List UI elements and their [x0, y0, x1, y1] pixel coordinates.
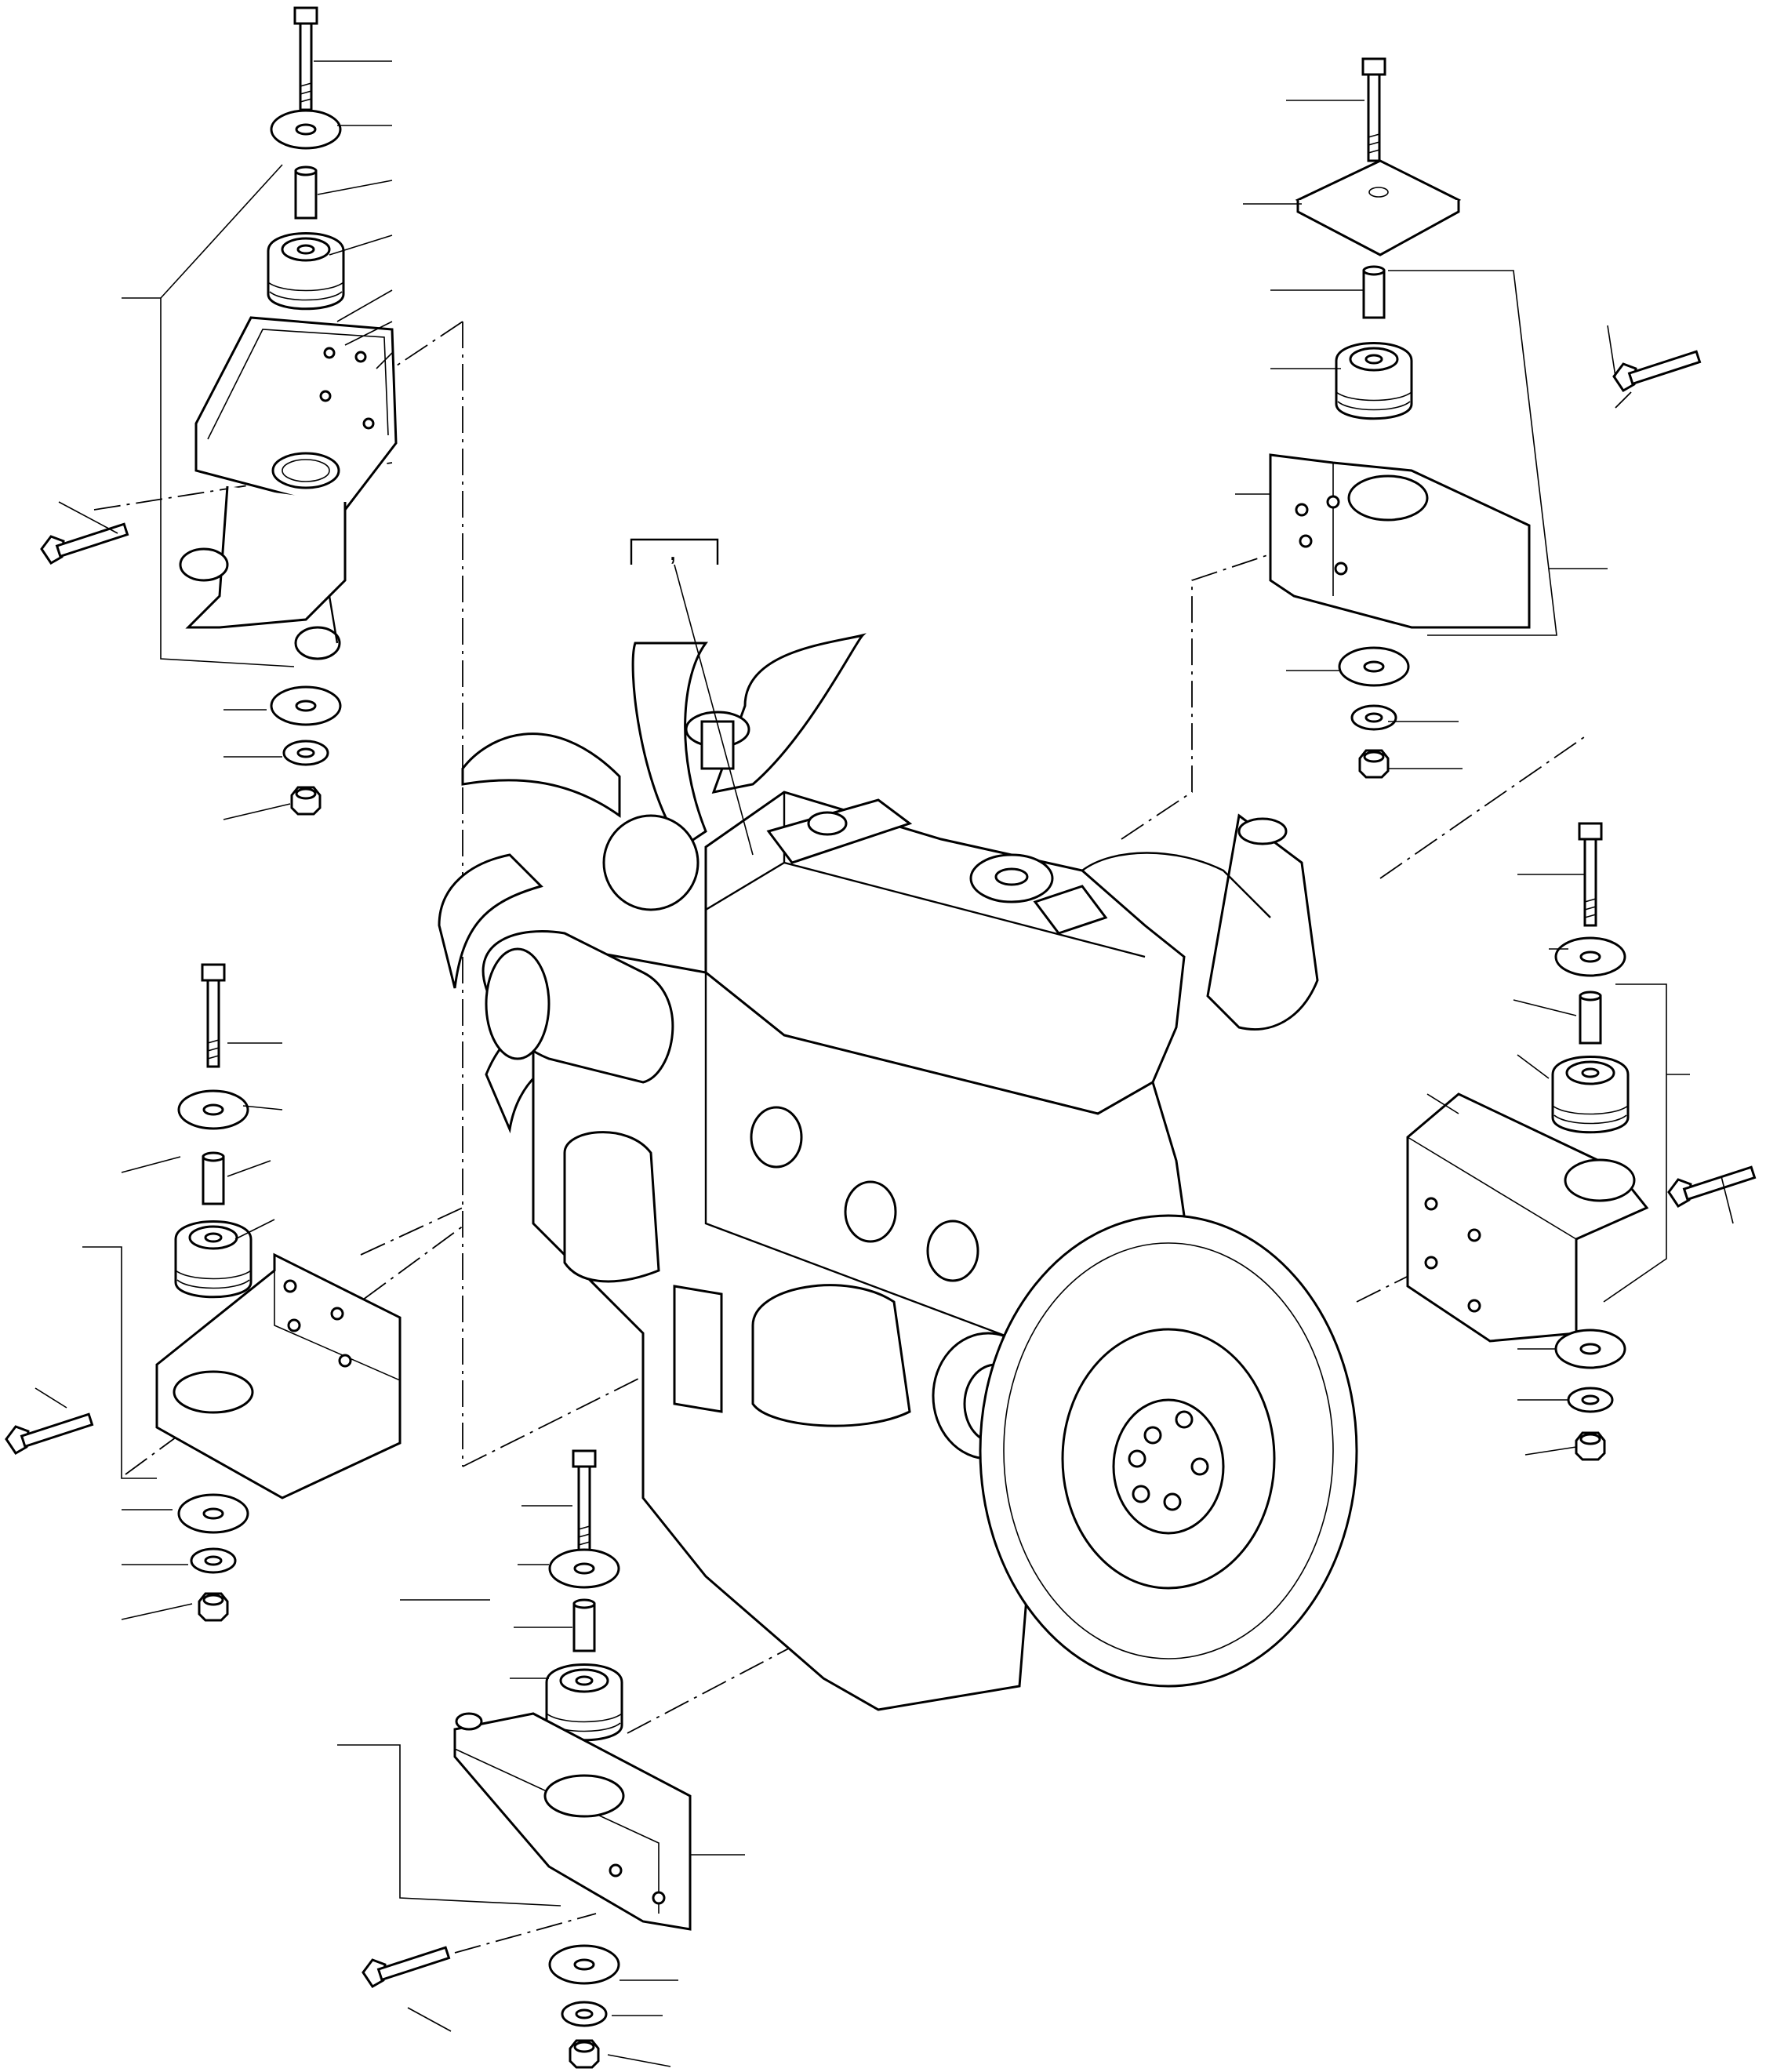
nut	[569, 2039, 600, 2069]
spacer-sleeve	[1362, 265, 1386, 319]
bolt	[5, 1412, 93, 1455]
washer	[548, 1944, 620, 1985]
mounting-bracket	[1269, 453, 1531, 629]
engine-block	[438, 633, 1358, 1711]
nut	[1358, 749, 1390, 779]
spacer-sleeve	[572, 1598, 596, 1652]
bolt	[1361, 57, 1386, 162]
washer	[270, 109, 342, 150]
washer	[177, 1089, 249, 1130]
mounting-bracket	[453, 1712, 692, 1931]
bolt	[1612, 350, 1701, 392]
bolt	[362, 1946, 450, 1988]
nut	[198, 1592, 229, 1622]
bolt	[293, 6, 318, 111]
leader-lines	[35, 60, 1734, 2067]
mount-assembly-mid-left	[5, 963, 402, 1622]
nut	[290, 786, 322, 816]
washer	[1338, 646, 1410, 687]
bolt	[1667, 1165, 1756, 1208]
bolt	[40, 522, 129, 565]
flywheel	[979, 1214, 1358, 1688]
spacer-sleeve	[1579, 991, 1602, 1045]
mount-assembly-mid-right	[1406, 822, 1756, 1461]
rubber-mount	[1335, 342, 1413, 420]
mounting-bracket	[155, 1252, 402, 1499]
washer	[270, 685, 342, 726]
mount-assembly-top-left	[40, 6, 398, 816]
mounting-bracket	[1406, 1092, 1649, 1343]
bolt	[201, 963, 226, 1068]
lock-washer	[561, 2001, 608, 2027]
lock-washer	[282, 740, 329, 766]
rubber-mount	[267, 232, 345, 311]
nut	[1575, 1431, 1606, 1461]
top-plate	[1295, 159, 1462, 256]
callout-text: ,	[669, 534, 677, 566]
spacer-sleeve	[202, 1151, 225, 1205]
spacer-sleeve	[294, 165, 318, 220]
rubber-mount	[1551, 1056, 1630, 1134]
washer	[548, 1548, 620, 1589]
bolt	[572, 1449, 597, 1554]
mount-assembly-bottom	[362, 1449, 692, 2069]
rubber-mount	[174, 1220, 253, 1299]
washer	[1554, 936, 1626, 977]
cylinder-head	[685, 711, 1186, 1115]
washer	[177, 1493, 249, 1534]
callout-box: ,	[630, 534, 754, 856]
lock-washer	[1567, 1387, 1614, 1413]
washer	[1554, 1329, 1626, 1369]
mount-assembly-top-right	[1269, 57, 1701, 779]
lock-washer	[1350, 704, 1397, 731]
mounting-bracket	[179, 316, 398, 660]
lock-washer	[190, 1547, 237, 1574]
